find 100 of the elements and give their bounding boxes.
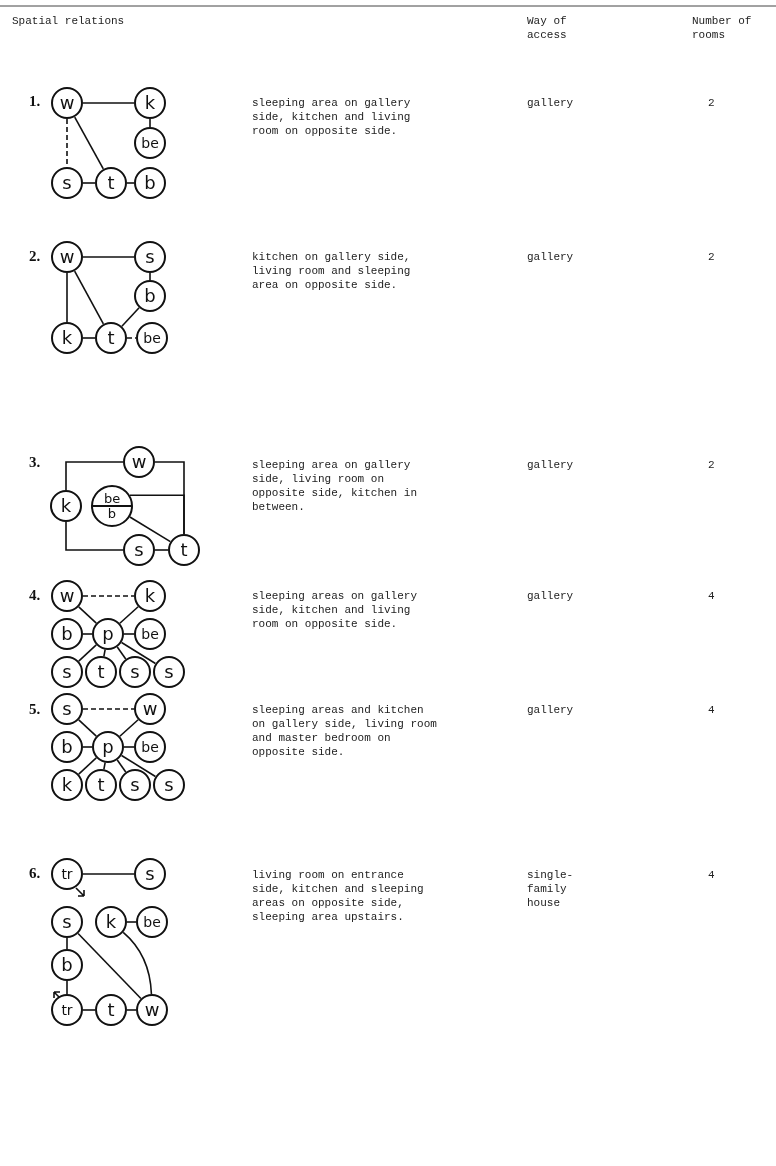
connector-line — [122, 931, 153, 995]
room-circle: s — [51, 906, 83, 938]
room-circle: t — [95, 167, 127, 199]
connector-line — [82, 256, 135, 258]
row-number: 1. — [29, 93, 42, 110]
connector-line — [103, 761, 106, 771]
room-circle: t — [85, 769, 117, 801]
room-circle: be — [134, 731, 166, 763]
room-circle: k — [50, 490, 82, 522]
room-count: 2 — [708, 96, 716, 110]
connector-line — [82, 102, 135, 104]
room-circle: t — [168, 534, 200, 566]
description-text: sleeping area on gallery side, living room on opposite side, kitchen in between. — [252, 458, 419, 514]
room-circle: tr — [51, 858, 83, 890]
row-number: 3. — [29, 454, 42, 471]
room-circle: b — [51, 949, 83, 981]
access-text: gallery — [527, 458, 575, 472]
connector-line — [82, 337, 96, 339]
access-text: gallery — [527, 96, 575, 110]
room-count: 4 — [708, 589, 716, 603]
room-circle: be — [134, 127, 166, 159]
connector-line — [154, 549, 169, 551]
room-circle: t — [95, 994, 127, 1026]
room-circle: k — [134, 580, 166, 612]
connector-line — [77, 644, 98, 662]
room-circle: be — [134, 618, 166, 650]
room-circle: s — [119, 769, 151, 801]
connector-line — [126, 921, 137, 923]
connector-line — [66, 980, 68, 995]
connector-line — [77, 932, 142, 1000]
room-circle: p — [92, 618, 124, 650]
connector-line — [66, 937, 68, 950]
connector-line — [82, 1009, 96, 1011]
room-circle: s — [51, 656, 83, 688]
room-circle: w — [51, 87, 83, 119]
dashed-connector — [82, 708, 135, 710]
room-count: 4 — [708, 868, 716, 882]
room-circle: w — [123, 446, 155, 478]
connector-line — [66, 272, 68, 323]
room-circle: w — [51, 241, 83, 273]
row-number: 6. — [29, 865, 42, 882]
access-text: gallery — [527, 703, 575, 717]
connector-line — [73, 270, 105, 325]
connector-line — [65, 461, 124, 491]
room-circle: s — [153, 656, 185, 688]
room-circle: k — [95, 906, 127, 938]
column-heading: Spatial relations — [12, 14, 126, 28]
connector-line — [77, 719, 98, 737]
room-circle: b — [134, 280, 166, 312]
connector-line — [119, 718, 139, 738]
room-circle: s — [134, 241, 166, 273]
description-text: living room on entrance side, kitchen and sleeping areas on opposite side, sleeping area upstairs. — [252, 868, 425, 924]
connector-line — [65, 521, 124, 551]
connector-line — [116, 646, 127, 660]
room-circle: w — [51, 580, 83, 612]
room-count: 2 — [708, 458, 716, 472]
room-circle: tr — [51, 994, 83, 1026]
connector-line — [82, 746, 93, 748]
room-circle: b — [134, 167, 166, 199]
connector-line — [123, 633, 135, 635]
access-text: gallery — [527, 250, 575, 264]
connector-line — [149, 118, 151, 128]
connector-line — [116, 759, 127, 773]
column-heading: Way of access — [527, 14, 568, 42]
connector-line — [77, 757, 98, 775]
row-number: 2. — [29, 248, 42, 265]
room-circle: t — [85, 656, 117, 688]
room-circle: k — [51, 769, 83, 801]
room-circle: s — [134, 858, 166, 890]
connector-line — [82, 633, 93, 635]
row-number: 4. — [29, 587, 42, 604]
room-circle: w — [136, 994, 168, 1026]
room-circle: s — [51, 693, 83, 725]
room-circle: s — [153, 769, 185, 801]
connector-line — [82, 182, 96, 184]
connector-line — [121, 306, 140, 328]
connector-line — [73, 116, 105, 170]
room-circle: p — [92, 731, 124, 763]
connector-line — [77, 606, 98, 624]
column-heading: Number of rooms — [692, 14, 753, 42]
room-circle: s — [123, 534, 155, 566]
description-text: sleeping areas on gallery side, kitchen and living room on opposite side. — [252, 589, 419, 631]
access-text: single- family house — [527, 868, 575, 910]
room-count: 2 — [708, 250, 716, 264]
description-text: kitchen on gallery side, living room and sleeping area on opposite side. — [252, 250, 412, 292]
description-text: sleeping area on gallery side, kitchen and living room on opposite side. — [252, 96, 412, 138]
room-circle: be — [136, 322, 168, 354]
room-circle: k — [51, 322, 83, 354]
room-circle: be — [136, 906, 168, 938]
connector-line — [123, 746, 135, 748]
room-circle: s — [119, 656, 151, 688]
connector-line — [126, 182, 135, 184]
room-circle: b — [51, 618, 83, 650]
connector-line — [149, 272, 151, 281]
connector-line — [82, 873, 135, 875]
room-circle: k — [134, 87, 166, 119]
connector-line — [126, 1009, 137, 1011]
connector-line — [103, 648, 106, 658]
room-circle: s — [51, 167, 83, 199]
room-circle: t — [95, 322, 127, 354]
